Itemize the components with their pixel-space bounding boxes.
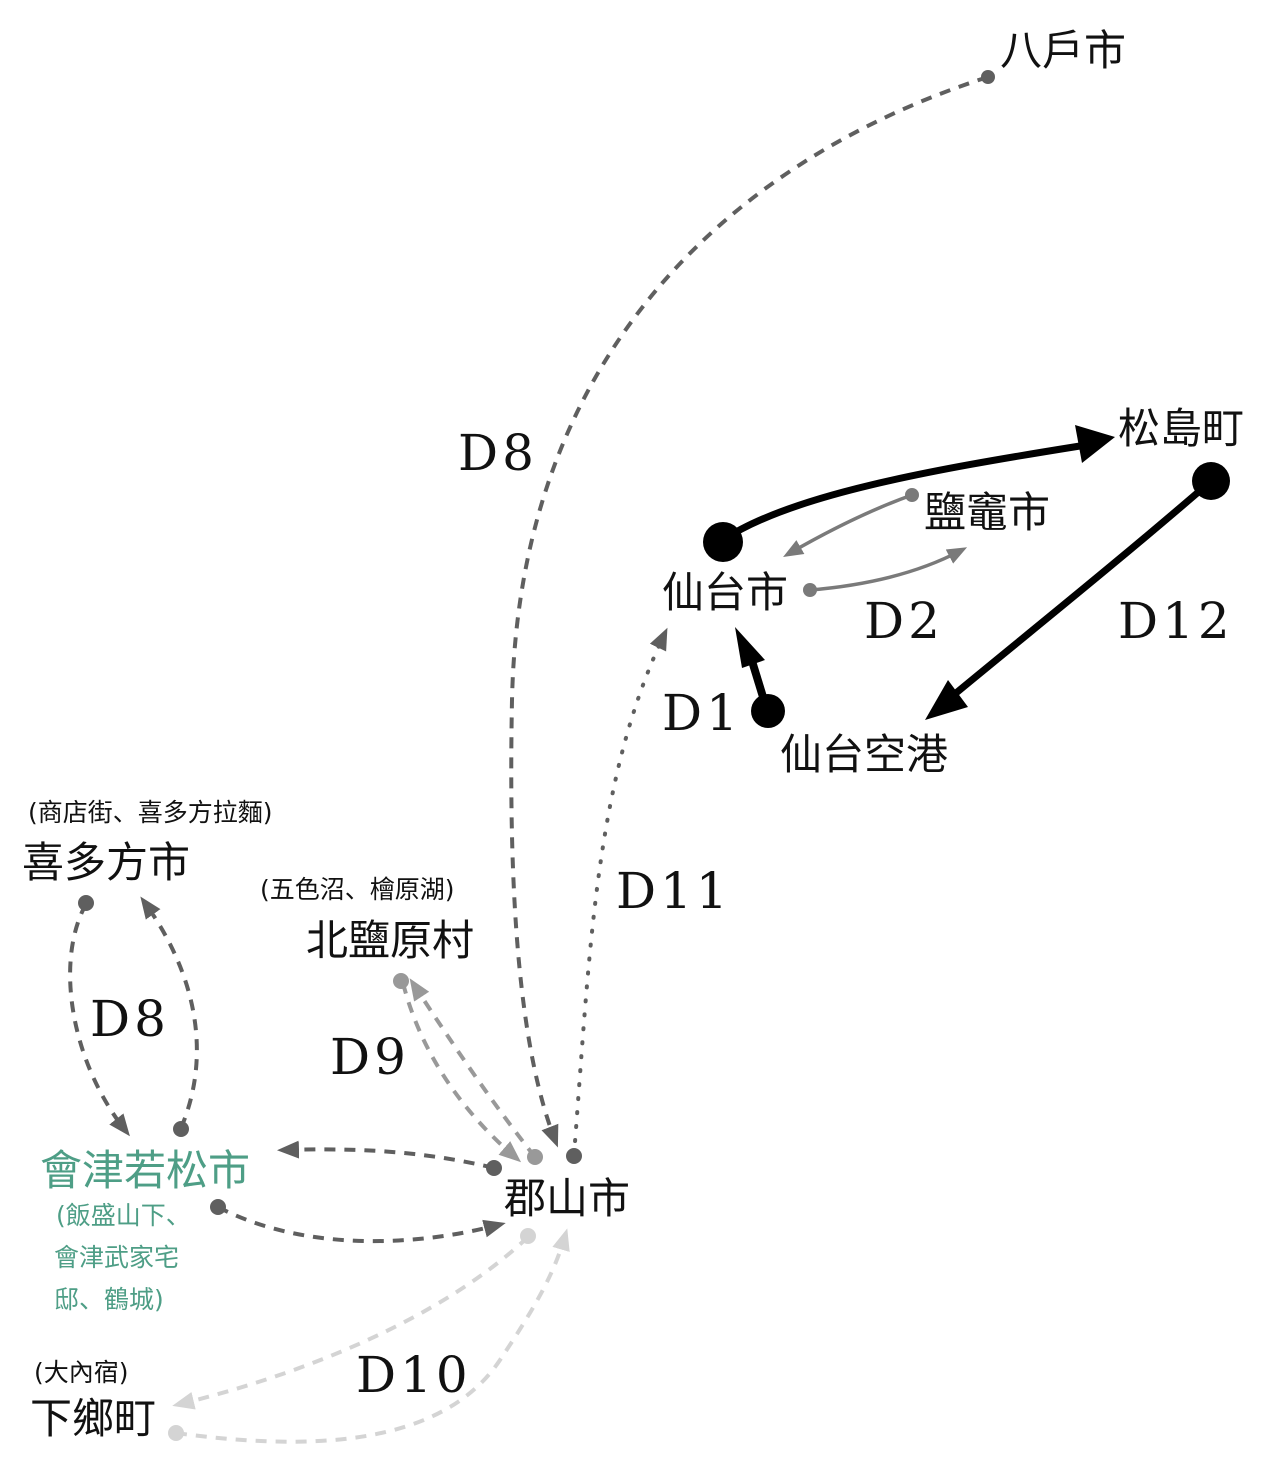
place-sendai: 仙台市 [662,568,789,617]
route-d2-sendai-shiogama [809,547,968,592]
place-shiogama: 鹽竈市 [924,488,1051,537]
route-d9-kitashiobara-koriyama [401,982,522,1163]
route-label-d2: D2 [864,592,944,650]
place-hachinohe: 八戶市 [1000,26,1127,75]
route-start-dot [527,1149,543,1165]
route-label-d11: D11 [616,862,732,920]
route-start-dot [981,70,995,84]
place-aizu-wakamatsu: 會津若松市 [40,1146,251,1195]
place-kitashiobara-note: (五色沼、檜原湖) [260,875,455,904]
route-d8-aizu-kitakata [140,896,199,1129]
place-kitashiobara: 北鹽原村 [306,916,475,965]
route-start-dot [520,1228,536,1244]
route-start-dot [486,1160,502,1176]
route-d9-koriyama-kitashiobara [409,978,537,1159]
route-start-dot [566,1148,582,1164]
route-d10-koriyama-shimogo [172,1235,530,1410]
route-start-dot [393,973,409,989]
route-start-dot [905,488,919,502]
arrowhead-matsushima [1075,425,1115,463]
place-koriyama: 郡山市 [504,1174,631,1223]
place-shimogo-note: (大內宿) [34,1358,129,1387]
arrowhead-d1 [735,627,765,668]
route-start-dot [803,583,817,597]
route-start-dot [210,1199,226,1215]
place-aizu-note-2: 會津武家宅 [54,1243,180,1272]
route-label-d9: D9 [330,1028,410,1086]
place-kitakata-note: (商店街、喜多方拉麵) [28,798,273,827]
route-start-dot [751,694,785,728]
route-sendai-matsushima [721,442,1081,543]
place-matsushima: 松島町 [1118,404,1245,453]
place-aizu-note-1: (飯盛山下、 [56,1201,191,1230]
route-d11-koriyama-sendai [572,627,668,1157]
route-d8-hachinohe-koriyama [509,75,989,1148]
route-d10-shimogo-koriyama [175,1228,570,1444]
arrowhead-d12 [925,680,968,720]
route-start-dot [173,1121,189,1137]
place-kitakata: 喜多方市 [22,838,191,887]
route-start-dot [78,895,94,911]
route-start-dot [1192,462,1230,500]
route-d12-matsushima-airport [947,479,1213,701]
place-shimogo: 下鄉町 [30,1394,157,1443]
route-start-dot [703,522,743,562]
route-aizu-koriyama [217,1205,506,1244]
route-label-d12: D12 [1118,592,1234,650]
route-d2-shiogama-sendai [783,493,913,557]
route-d8-kitakata-aizu [68,903,130,1137]
route-label-d10: D10 [356,1346,472,1404]
place-aizu-note-3: 邸、鶴城) [54,1285,164,1314]
route-start-dot [168,1425,184,1441]
place-sendai-airport: 仙台空港 [780,730,949,779]
route-label-d8-west: D8 [90,990,170,1048]
route-label-d8-north: D8 [458,424,538,482]
route-label-d1: D1 [662,684,742,742]
route-koriyama-aizu [277,1140,495,1170]
